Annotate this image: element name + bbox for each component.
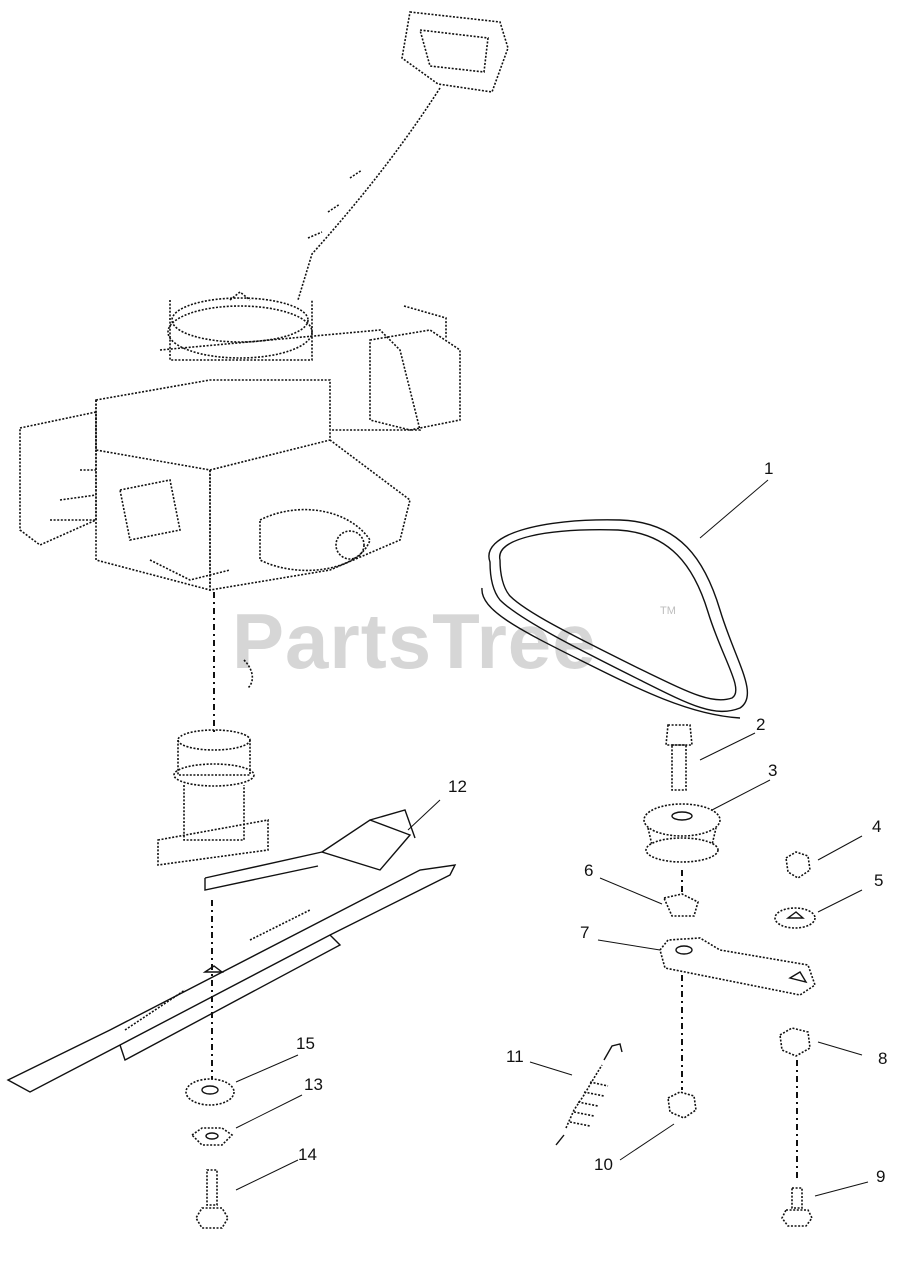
blade-adapter <box>157 729 269 866</box>
bushing-8 <box>779 1027 811 1057</box>
idler-pulley <box>643 803 721 863</box>
callout-4: 4 <box>872 817 881 836</box>
watermark-trademark: TM <box>660 605 676 617</box>
callout-1: 1 <box>764 459 773 478</box>
callout-3: 3 <box>768 761 777 780</box>
nut-10 <box>667 1091 697 1119</box>
callout-2: 2 <box>756 715 765 734</box>
blade-hardware <box>185 1078 235 1229</box>
callout-8: 8 <box>878 1049 887 1068</box>
callout-14: 14 <box>298 1145 317 1164</box>
callout-7: 7 <box>580 923 589 942</box>
mower-blade <box>6 809 457 1093</box>
callout-5: 5 <box>874 871 883 890</box>
idler-bolt <box>665 724 693 791</box>
leader-lines <box>235 479 869 1197</box>
engine <box>19 290 461 689</box>
nut-4 <box>785 851 811 879</box>
v-belt <box>481 519 749 719</box>
spacer <box>662 893 699 917</box>
watermark: PartsTree TM <box>232 597 676 685</box>
callout-10: 10 <box>594 1155 613 1174</box>
idler-arm <box>659 937 816 996</box>
callout-numbers: 1 2 3 4 5 6 7 8 9 10 11 12 13 14 15 <box>296 459 887 1186</box>
callout-9: 9 <box>876 1167 885 1186</box>
callout-11: 11 <box>506 1047 524 1066</box>
callout-13: 13 <box>304 1075 323 1094</box>
bolt-9 <box>781 1187 813 1227</box>
idler-spring <box>555 1043 623 1146</box>
callout-15: 15 <box>296 1034 315 1053</box>
callout-6: 6 <box>584 861 593 880</box>
callout-12: 12 <box>448 777 467 796</box>
starter-handle <box>297 11 509 301</box>
watermark-text: PartsTree <box>232 597 597 685</box>
